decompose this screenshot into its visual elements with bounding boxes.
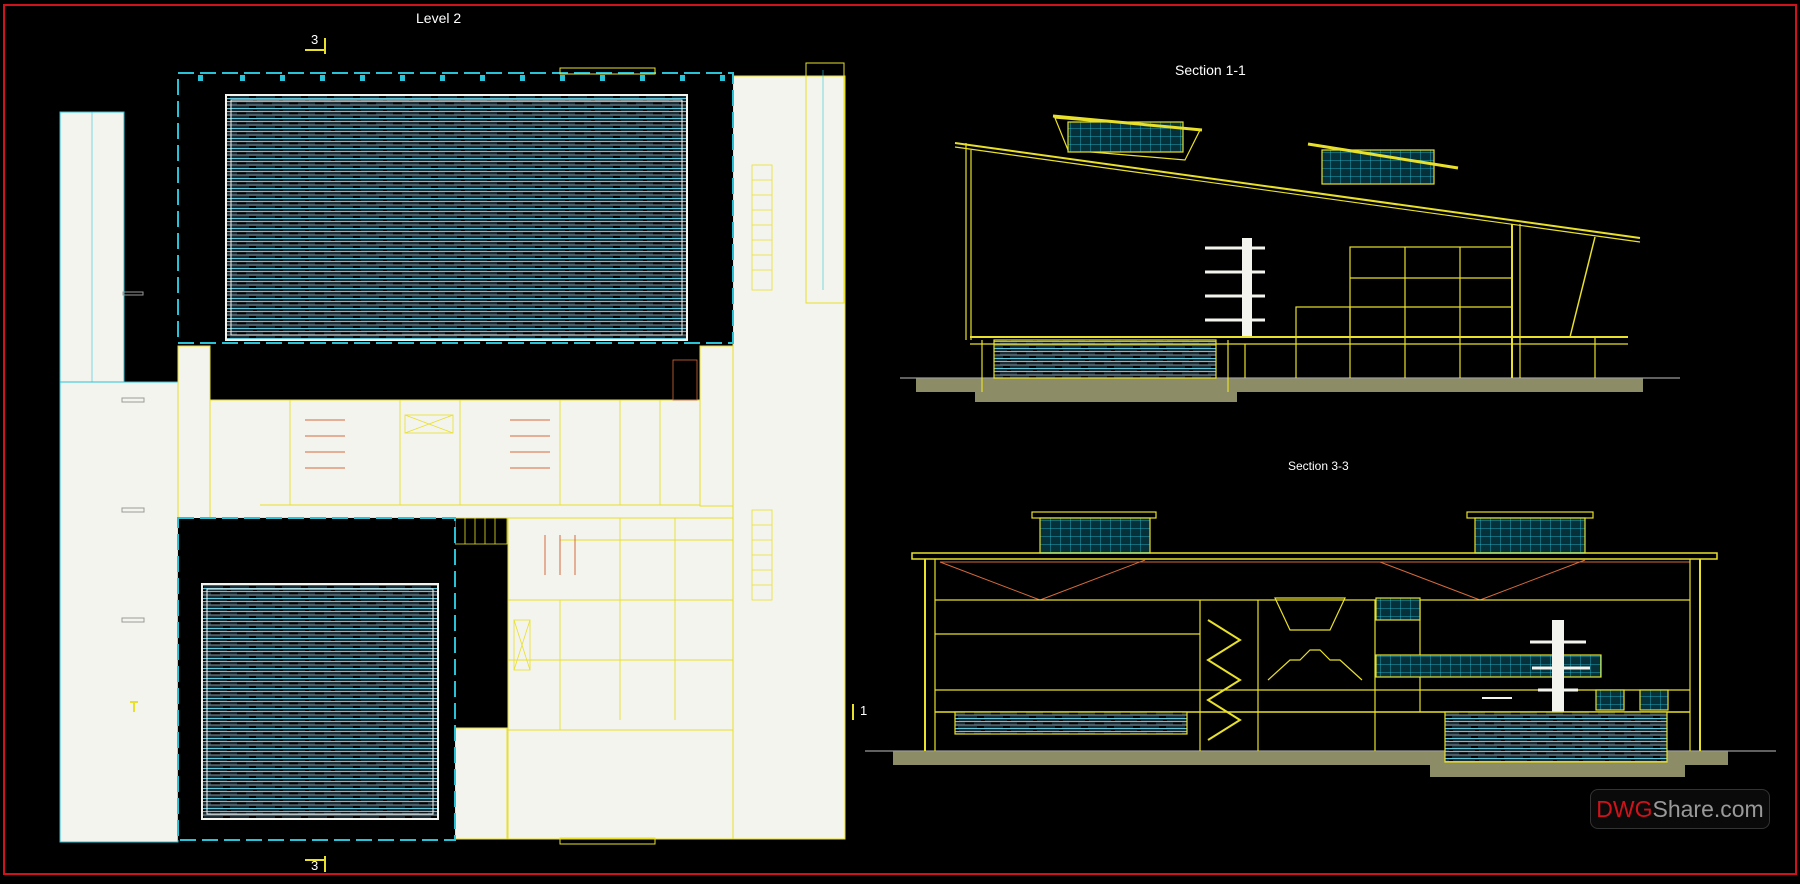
section-1-roof (954, 142, 1641, 239)
plan-columns (198, 75, 725, 81)
section-mark-right: 1 (860, 703, 868, 718)
section-1-pool (993, 339, 1217, 379)
drawing-frame (3, 4, 1797, 875)
section-3-stair (1206, 619, 1242, 741)
plan-lower-block (507, 517, 734, 840)
section-1-title: Section 1-1 (1175, 62, 1246, 78)
section-3-skylight-1 (1031, 511, 1157, 519)
plan-left-lower-strip (59, 381, 179, 843)
section-3-pool-right (1444, 711, 1668, 763)
section-3-3 (865, 511, 1776, 777)
plan-title: Level 2 (416, 10, 462, 26)
level-2-plan (59, 38, 854, 872)
section-mark-bottom: 3 (311, 858, 319, 873)
section-3-title: Section 3-3 (1288, 459, 1349, 473)
plan-pool-lower (201, 583, 439, 820)
plan-section-markers (130, 38, 854, 872)
plan-right-strip (732, 75, 846, 840)
section-1-1 (900, 114, 1680, 402)
watermark-share: Share.com (1652, 795, 1764, 822)
section-3-skylight-2 (1466, 511, 1594, 519)
plan-pool-upper (225, 94, 688, 341)
section-1-ground (916, 378, 1643, 392)
section-3-roof (911, 552, 1718, 560)
section-mark-top: 3 (311, 32, 319, 47)
section-3-pool-left (954, 711, 1188, 735)
plan-corridor (177, 399, 734, 519)
watermark-dwg: DWG (1596, 795, 1653, 822)
